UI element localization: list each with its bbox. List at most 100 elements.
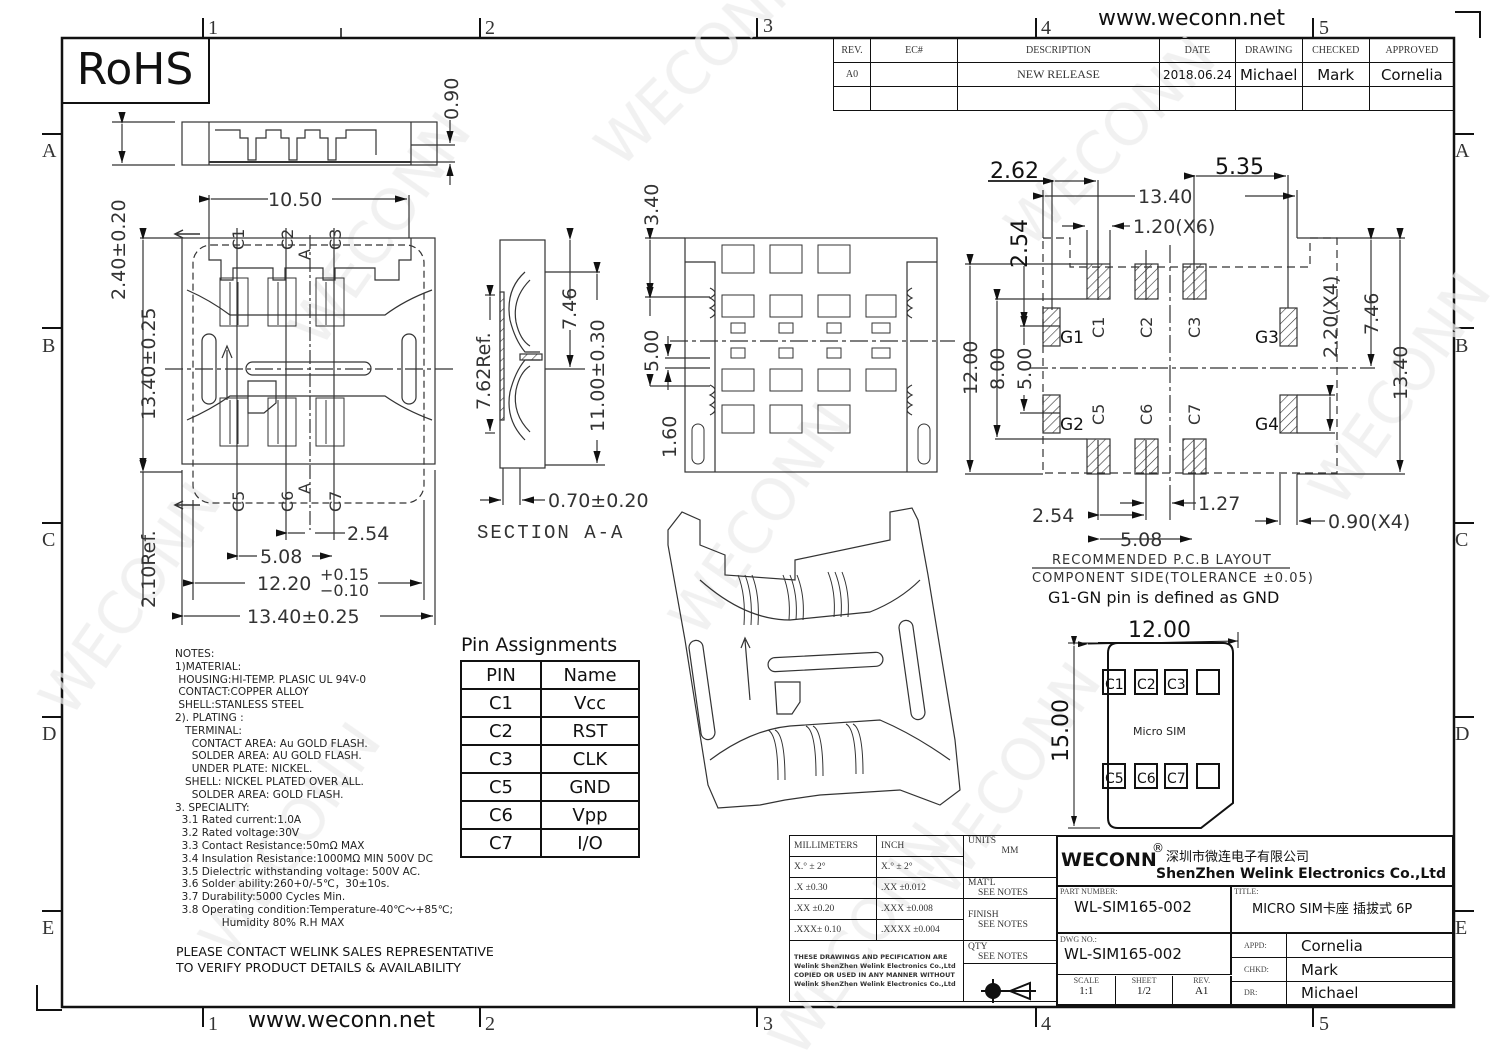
dim-section-ref: 7.62Ref.: [473, 332, 495, 410]
svg-text:WECONN: WECONN: [656, 390, 865, 648]
dim-pcb-i: 2.20(X4): [1320, 276, 1342, 358]
svg-text:4: 4: [1041, 17, 1051, 39]
dim-pcb-g: 8.00: [987, 348, 1009, 390]
pin-assignments-title: Pin Assignments: [461, 634, 618, 656]
dim-pcb-n: 5.08: [1120, 529, 1162, 551]
svg-text:1: 1: [208, 1013, 218, 1035]
dim-side-height: 0.90: [441, 78, 463, 120]
company-name-cn: 深圳市微连电子有限公司: [1166, 850, 1310, 865]
pcb-caption-2: COMPONENT SIDE(TOLERANCE ±0.05): [1032, 571, 1314, 586]
dim-inner-tol-minus: −0.10: [320, 581, 369, 600]
ground-label-g3: G3: [1255, 328, 1279, 348]
pin-label-c6: C6: [278, 491, 297, 512]
bottom-view: [645, 228, 955, 473]
pad-label-c7: C7: [1185, 404, 1204, 425]
dim-pcb-a: 2.62: [990, 159, 1039, 184]
pcb-caption-1: RECOMMENDED P.C.B LAYOUT: [1052, 553, 1272, 568]
dim-pcb-o: 0.90(X4): [1328, 511, 1410, 533]
pad-label-c6: C6: [1137, 404, 1156, 425]
pad-label-c3: C3: [1185, 317, 1204, 338]
dim-inner-tol-plus: +0.15: [320, 565, 369, 584]
pcb-layout: [965, 172, 1405, 569]
sim-height: 15.00: [1049, 699, 1074, 762]
approved-by: Cornelia: [1301, 936, 1363, 955]
ground-label-g2: G2: [1060, 415, 1084, 435]
top-view-labels: 10.50 2.40±0.20 13.40±0.25 2.10Ref. 2.54…: [108, 189, 389, 628]
svg-text:D: D: [42, 723, 56, 745]
dim-pcb-m: 1.27: [1198, 493, 1240, 515]
svg-text:A: A: [1455, 140, 1470, 162]
dim-pcb-c: 13.40: [1138, 186, 1192, 208]
micro-sim-labels: 12.00 15.00 Micro SIM C1 C2 C3 C5 C6 C7: [1049, 618, 1191, 787]
dim-pcb-h: 5.00: [1014, 348, 1036, 390]
contact-line-1: PLEASE CONTACT WELINK SALES REPRESENTATI…: [176, 944, 494, 959]
svg-text:C: C: [1455, 529, 1468, 551]
sim-contact-c1: C1: [1105, 677, 1124, 693]
svg-text:B: B: [42, 335, 55, 357]
bottom-view-labels: 3.40 5.00 1.60: [641, 184, 681, 458]
svg-text:D: D: [1455, 723, 1469, 745]
sim-contact-c7: C7: [1167, 771, 1186, 787]
dim-height: 13.40±0.25: [138, 307, 160, 420]
dwg-number: WL-SIM165-002: [1064, 945, 1182, 963]
brand-logo: WECONN: [1061, 849, 1157, 871]
pad-label-c5: C5: [1089, 404, 1108, 425]
dim-pcb-f: 12.00: [960, 341, 982, 395]
revision-table: REV. EC# DESCRIPTION DATE DRAWING CHECKE…: [833, 38, 1456, 111]
scale-value: 1:1: [1079, 985, 1094, 997]
svg-text:WECONN: WECONN: [276, 100, 485, 358]
checked-by: Mark: [1301, 960, 1338, 979]
section-view: [480, 228, 605, 505]
dim-width-top: 10.50: [268, 189, 322, 211]
pin-label-c3: C3: [326, 229, 345, 250]
dim-section-d2: 11.00±0.30: [587, 319, 609, 432]
website-top: www.weconn.net: [1098, 6, 1286, 31]
top-view: [139, 195, 455, 625]
dim-ref: 2.10Ref.: [138, 530, 160, 608]
section-title: SECTION A-A: [477, 522, 624, 544]
side-view: [112, 112, 455, 185]
sim-contact-c5: C5: [1105, 771, 1124, 787]
part-number: WL-SIM165-002: [1074, 898, 1192, 916]
dim-bottom-d1: 3.40: [641, 184, 663, 226]
ground-label-g4: G4: [1255, 415, 1279, 435]
svg-text:A: A: [42, 140, 57, 162]
ground-label-g1: G1: [1060, 328, 1084, 348]
pcb-caption-3: G1-GN pin is defined as GND: [1048, 588, 1279, 607]
svg-text:3: 3: [763, 1013, 773, 1035]
svg-text:2: 2: [485, 17, 495, 39]
svg-text:E: E: [1455, 917, 1467, 939]
title-block: WECONN ® 深圳市微连电子有限公司 ShenZhen Welink Ele…: [1056, 835, 1454, 1006]
dim-bottom-d2: 5.00: [641, 330, 663, 372]
sim-label: Micro SIM: [1133, 725, 1186, 738]
contact-line-2: TO VERIFY PRODUCT DETAILS & AVAILABILITY: [176, 959, 461, 975]
dim-pcb-j: 7.46: [1361, 293, 1383, 335]
section-mark-bottom: A: [295, 483, 314, 494]
drawn-by: Michael: [1301, 984, 1359, 1002]
dim-pcb-l: 2.54: [1032, 505, 1074, 527]
company-header: WECONN ® 深圳市微连电子有限公司 ShenZhen Welink Ele…: [1058, 837, 1452, 887]
dim-bottom-d3: 1.60: [659, 416, 681, 458]
sheet-value: 1/2: [1136, 985, 1152, 997]
rohs-badge: RoHS: [62, 38, 210, 104]
dim-pitch: 2.54: [347, 523, 389, 545]
svg-text:2: 2: [485, 1013, 495, 1035]
micro-sim-card: [1068, 632, 1239, 829]
svg-text:C: C: [42, 529, 55, 551]
notes-block: NOTES: 1)MATERIAL: HOUSING:HI-TEMP. PLAS…: [175, 648, 454, 929]
sim-contact-c3: C3: [1167, 677, 1186, 693]
disclaimer: THESE DRAWINGS AND PECIFICATION ARE Weli…: [789, 940, 964, 1002]
dim-section-d1: 7.46: [559, 288, 581, 330]
dim-inner-width: 12.20: [257, 573, 311, 595]
website-bottom: www.weconn.net: [248, 1008, 436, 1033]
svg-text:3: 3: [763, 15, 773, 37]
pin-label-c5: C5: [229, 491, 248, 512]
sim-width: 12.00: [1128, 618, 1191, 643]
